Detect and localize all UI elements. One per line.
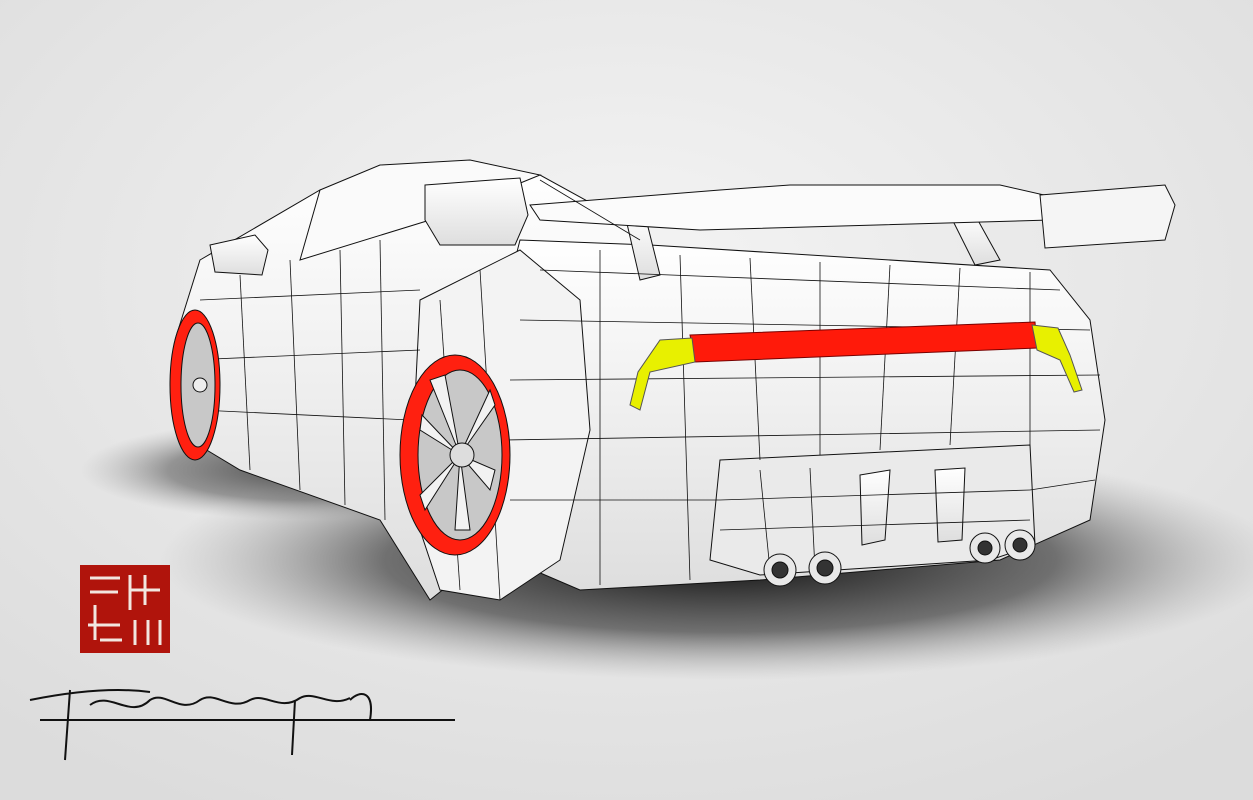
tail-light xyxy=(629,321,1083,411)
signature-icon xyxy=(29,689,455,761)
rear-wheel xyxy=(399,354,511,556)
front-wheel xyxy=(169,309,221,461)
exhaust-pipes xyxy=(763,529,1036,587)
seal-stamp-icon xyxy=(80,565,170,653)
